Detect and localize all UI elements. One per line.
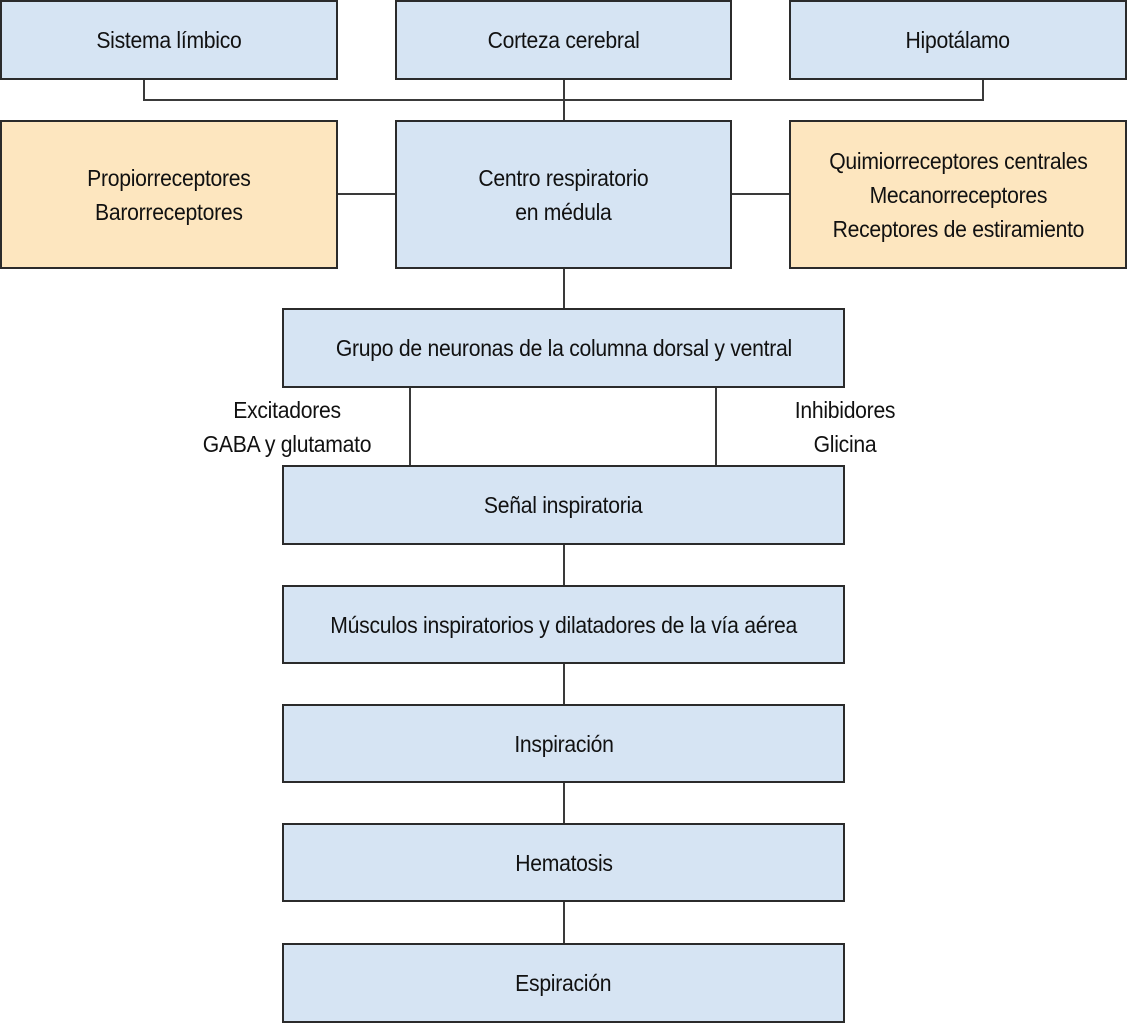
label-inhibidores: Inhibidores Glicina bbox=[794, 397, 896, 457]
box-label: Grupo de neuronas de la columna dorsal y… bbox=[335, 335, 792, 361]
box-label: Quimiorreceptores centrales Mecanorrecep… bbox=[828, 147, 1088, 242]
connector-left-to-center bbox=[337, 193, 396, 195]
box-senal-inspiratoria: Señal inspiratoria bbox=[282, 465, 845, 545]
box-corteza-cerebral: Corteza cerebral bbox=[395, 0, 732, 80]
box-label: Propiorreceptores Barorreceptores bbox=[87, 164, 251, 225]
box-sistema-limbico: Sistema límbico bbox=[0, 0, 338, 80]
connector-muscles-to-inspiration bbox=[563, 663, 565, 705]
box-label: Inspiración bbox=[513, 730, 614, 757]
box-hematosis: Hematosis bbox=[282, 823, 845, 902]
box-musculos-inspiratorios: Músculos inspiratorios y dilatadores de … bbox=[282, 585, 845, 664]
box-quimiorreceptores: Quimiorreceptores centrales Mecanorrecep… bbox=[789, 120, 1127, 269]
connector-hematosis-to-expiration bbox=[563, 901, 565, 944]
connector-center-to-neurons bbox=[563, 268, 565, 309]
box-label: Hematosis bbox=[514, 849, 613, 876]
connector-inhibitory-branch bbox=[715, 387, 717, 466]
box-inspiracion: Inspiración bbox=[282, 704, 845, 783]
box-label: Hipotálamo bbox=[905, 27, 1011, 53]
box-label: Centro respiratorio en médula bbox=[478, 164, 649, 225]
box-propiorreceptores: Propiorreceptores Barorreceptores bbox=[0, 120, 338, 269]
box-espiracion: Espiración bbox=[282, 943, 845, 1023]
box-label: Espiración bbox=[515, 970, 612, 996]
label-excitadores: Excitadores GABA y glutamato bbox=[202, 397, 372, 457]
connector-hypothalamus-down bbox=[982, 79, 984, 100]
connector-signal-to-muscles bbox=[563, 544, 565, 586]
connector-excitatory-branch bbox=[409, 387, 411, 466]
box-label: Músculos inspiratorios y dilatadores de … bbox=[330, 611, 797, 638]
connector-right-to-center bbox=[731, 193, 790, 195]
box-hipotalamo: Hipotálamo bbox=[789, 0, 1127, 80]
box-label: Corteza cerebral bbox=[487, 27, 640, 53]
box-label: Sistema límbico bbox=[96, 27, 242, 53]
connector-cortex-to-center bbox=[563, 79, 565, 121]
box-label: Señal inspiratoria bbox=[484, 492, 643, 518]
box-grupo-neuronas: Grupo de neuronas de la columna dorsal y… bbox=[282, 308, 845, 388]
box-centro-respiratorio: Centro respiratorio en médula bbox=[395, 120, 732, 269]
connector-inspiration-to-hematosis bbox=[563, 782, 565, 824]
connector-limbic-down bbox=[143, 79, 145, 100]
